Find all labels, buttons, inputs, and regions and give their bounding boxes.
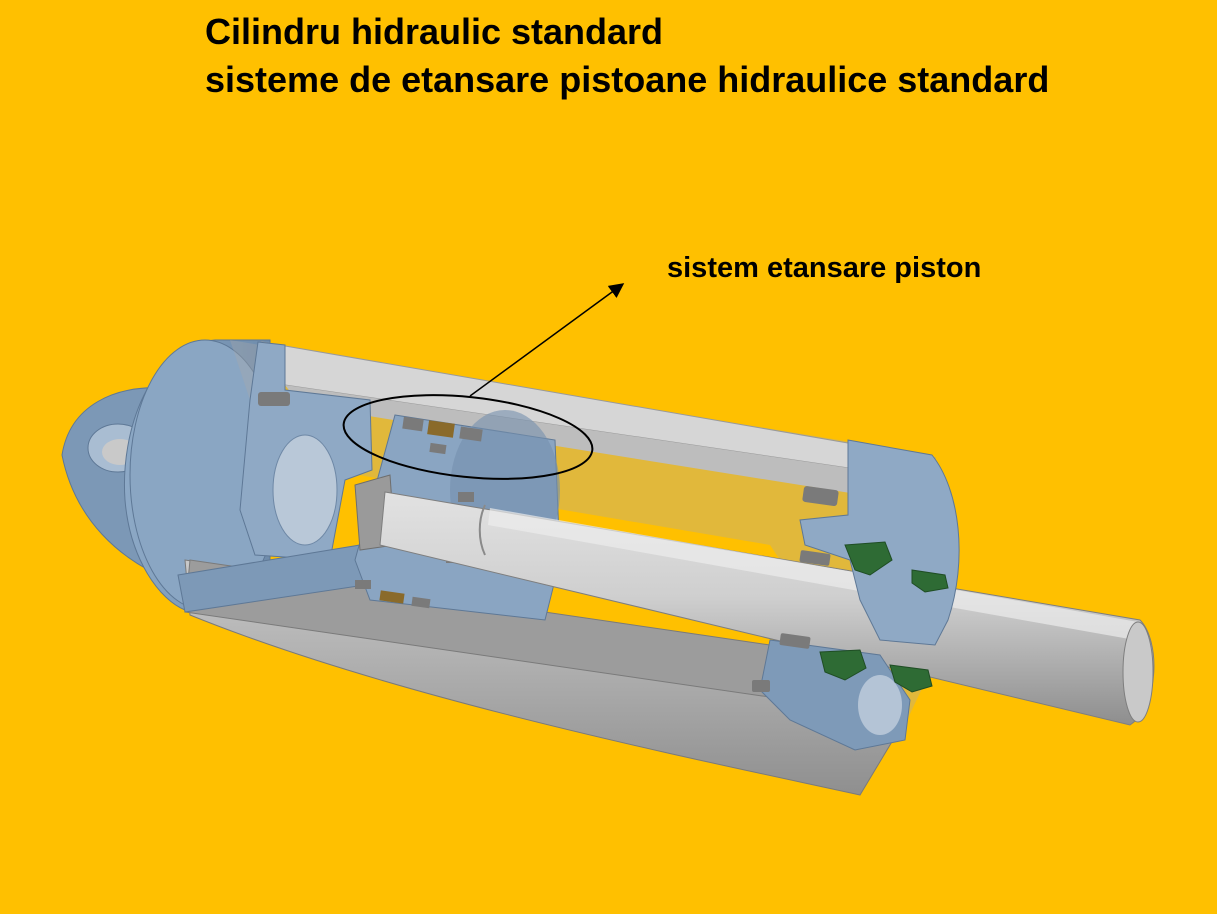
piston-seal-set-lower <box>355 580 431 609</box>
front-barrel-seal <box>802 486 839 507</box>
title-line-1: Cilindru hidraulic standard <box>205 11 664 52</box>
front-guide-seal <box>799 550 831 566</box>
title-line-2: sisteme de etansare pistoane hidraulice … <box>205 59 1050 100</box>
callout-arrow <box>469 283 625 397</box>
slide-title: Cilindru hidraulic standard sisteme de e… <box>205 8 1049 104</box>
rod-guide-seal <box>458 492 474 502</box>
rod-seals-green <box>819 541 949 693</box>
piston-seal-highlight-ellipse <box>342 394 594 480</box>
front-wiper-seal <box>752 680 770 692</box>
rear-end-cap <box>123 339 281 611</box>
piston-seal-callout-label: sistem etansare piston <box>667 252 982 284</box>
rear-barrel-seal <box>258 392 290 406</box>
piston-rod <box>379 491 1155 726</box>
front-guide-seal-lower <box>779 633 811 649</box>
piston-seal-set-upper <box>402 416 483 455</box>
